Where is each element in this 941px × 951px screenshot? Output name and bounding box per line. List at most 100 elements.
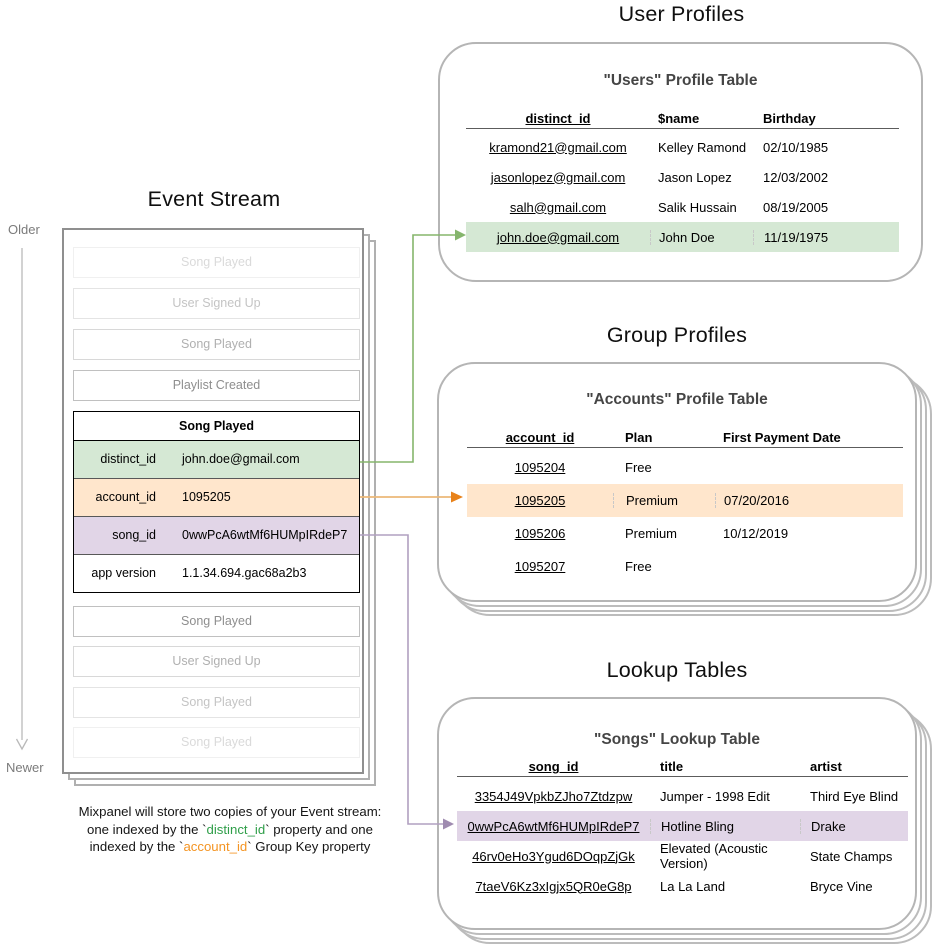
- cell-plan: Premium: [613, 493, 715, 508]
- header-rule: [467, 447, 903, 448]
- event-stream-items: Song Played User Signed Up Song Played P…: [73, 247, 360, 758]
- column-header: Birthday: [763, 111, 816, 126]
- cell-account-id: 1095207: [514, 559, 566, 574]
- header-rule: [457, 776, 908, 777]
- cell-distinct-id: john.doe@gmail.com: [496, 229, 620, 245]
- accounts-table-header-row: account_id Plan First Payment Date: [467, 420, 903, 445]
- group-profiles-panel: [437, 362, 917, 602]
- group-profiles-title: Group Profiles: [606, 323, 748, 347]
- table-row: 1095204 Free: [467, 451, 903, 484]
- property-key: account_id: [95, 490, 156, 504]
- event-stream-title: Event Stream: [147, 187, 281, 211]
- cell-artist: Drake: [800, 818, 908, 834]
- property-value: 0wwPcA6wtMf6HUMpIRdeP7: [182, 528, 348, 542]
- cell-first-payment-date: 07/20/2016: [715, 493, 903, 508]
- cell-birthday: 08/19/2005: [763, 199, 829, 215]
- event-item: Song Played: [73, 247, 360, 278]
- property-value: john.doe@gmail.com: [182, 452, 300, 466]
- table-row-highlighted: 1095205 Premium 07/20/2016: [467, 484, 903, 517]
- column-header: $name: [658, 111, 700, 126]
- column-header: First Payment Date: [723, 430, 841, 445]
- cell-account-id: 1095206: [514, 526, 566, 541]
- cell-plan: Premium: [625, 526, 678, 541]
- table-row: kramond21@gmail.com Kelley Ramond 02/10/…: [466, 132, 899, 162]
- cell-song-id: 46rv0eHo3Ygud6DOqpZjGk: [472, 848, 635, 864]
- caption-line-3: indexed by the `account_id` Group Key pr…: [89, 839, 371, 854]
- property-value: 1095205: [182, 490, 231, 504]
- caption-distinct-id: distinct_id: [206, 821, 266, 837]
- expanded-event-title: Song Played: [74, 412, 359, 441]
- event-property-distinct-id: distinct_id john.doe@gmail.com: [74, 441, 359, 479]
- table-row: 46rv0eHo3Ygud6DOqpZjGk Elevated (Acousti…: [457, 841, 908, 871]
- cell-distinct-id: salh@gmail.com: [509, 199, 607, 215]
- user-profiles-title: User Profiles: [618, 2, 745, 26]
- accounts-table-heading: "Accounts" Profile Table: [586, 391, 768, 408]
- event-property-song-id: song_id 0wwPcA6wtMf6HUMpIRdeP7: [74, 517, 359, 555]
- cell-birthday: 12/03/2002: [763, 169, 829, 185]
- cell-artist: State Champs: [810, 848, 893, 864]
- table-row-highlighted: 0wwPcA6wtMf6HUMpIRdeP7 Hotline Bling Dra…: [457, 811, 908, 841]
- event-item: Playlist Created: [73, 370, 360, 401]
- expanded-event-card: Song Played distinct_id john.doe@gmail.c…: [73, 411, 360, 593]
- cell-name: Jason Lopez: [658, 169, 732, 185]
- lookup-tables-title: Lookup Tables: [606, 658, 748, 682]
- property-value: 1.1.34.694.gac68a2b3: [182, 566, 307, 580]
- users-table-heading: "Users" Profile Table: [603, 72, 758, 89]
- timeline-older-label: Older: [8, 222, 40, 237]
- cell-account-id: 1095205: [514, 493, 566, 508]
- cell-plan: Free: [625, 559, 652, 574]
- table-row: jasonlopez@gmail.com Jason Lopez 12/03/2…: [466, 162, 899, 192]
- cell-birthday: 02/10/1985: [763, 139, 829, 155]
- cell-song-id: 3354J49VpkbZJho7Ztdzpw: [474, 788, 633, 804]
- cell-title: Hotline Bling: [650, 818, 800, 834]
- column-header: title: [660, 759, 684, 774]
- users-table-header-row: distinct_id $name Birthday: [466, 101, 899, 126]
- caption-account-id: account_id: [183, 839, 248, 854]
- cell-title: Jumper - 1998 Edit: [660, 788, 770, 804]
- timeline-newer-label: Newer: [6, 760, 44, 775]
- cell-artist: Third Eye Blind: [810, 788, 899, 804]
- event-item: User Signed Up: [73, 288, 360, 319]
- cell-distinct-id: kramond21@gmail.com: [489, 139, 627, 155]
- event-item: Song Played: [73, 606, 360, 637]
- cell-name: Kelley Ramond: [658, 139, 747, 155]
- table-row: 1095207 Free: [467, 550, 903, 583]
- cell-distinct-id: jasonlopez@gmail.com: [490, 169, 626, 185]
- cell-title: Elevated (Acoustic Version): [660, 841, 768, 871]
- event-item: User Signed Up: [73, 646, 360, 677]
- property-key: app version: [91, 566, 156, 580]
- column-header: account_id: [505, 430, 575, 445]
- songs-table: song_id title artist 3354J49VpkbZJho7Ztd…: [457, 754, 908, 901]
- cell-name: John Doe: [650, 229, 753, 245]
- cell-plan: Free: [625, 460, 652, 475]
- songs-table-header-row: song_id title artist: [457, 754, 908, 774]
- event-item: Song Played: [73, 687, 360, 718]
- table-row-highlighted: john.doe@gmail.com John Doe 11/19/1975: [466, 222, 899, 252]
- caption: Mixpanel will store two copies of your E…: [15, 803, 445, 856]
- column-header: artist: [810, 759, 842, 774]
- header-rule: [466, 128, 899, 129]
- cell-song-id: 0wwPcA6wtMf6HUMpIRdeP7: [467, 818, 640, 834]
- table-row: 1095206 Premium 10/12/2019: [467, 517, 903, 550]
- event-property-account-id: account_id 1095205: [74, 479, 359, 517]
- table-row: salh@gmail.com Salik Hussain 08/19/2005: [466, 192, 899, 222]
- cell-birthday: 11/19/1975: [753, 229, 899, 245]
- table-row: 7taeV6Kz3xIgjx5QR0eG8p La La Land Bryce …: [457, 871, 908, 901]
- table-row: 3354J49VpkbZJho7Ztdzpw Jumper - 1998 Edi…: [457, 781, 908, 811]
- cell-song-id: 7taeV6Kz3xIgjx5QR0eG8p: [475, 878, 632, 894]
- event-property-app-version: app version 1.1.34.694.gac68a2b3: [74, 555, 359, 592]
- cell-account-id: 1095204: [514, 460, 566, 475]
- caption-line-2: one indexed by the `distinct_id` propert…: [87, 821, 373, 837]
- event-item: Song Played: [73, 727, 360, 758]
- users-table: distinct_id $name Birthday kramond21@gma…: [466, 101, 899, 252]
- property-key: song_id: [112, 528, 156, 542]
- songs-table-heading: "Songs" Lookup Table: [594, 731, 760, 748]
- event-item: Song Played: [73, 329, 360, 360]
- cell-name: Salik Hussain: [658, 199, 737, 215]
- caption-line-1: Mixpanel will store two copies of your E…: [78, 804, 382, 819]
- cell-first-payment-date: 10/12/2019: [723, 526, 789, 541]
- cell-title: La La Land: [660, 878, 726, 894]
- timeline-arrow: [15, 248, 29, 751]
- property-key: distinct_id: [100, 452, 156, 466]
